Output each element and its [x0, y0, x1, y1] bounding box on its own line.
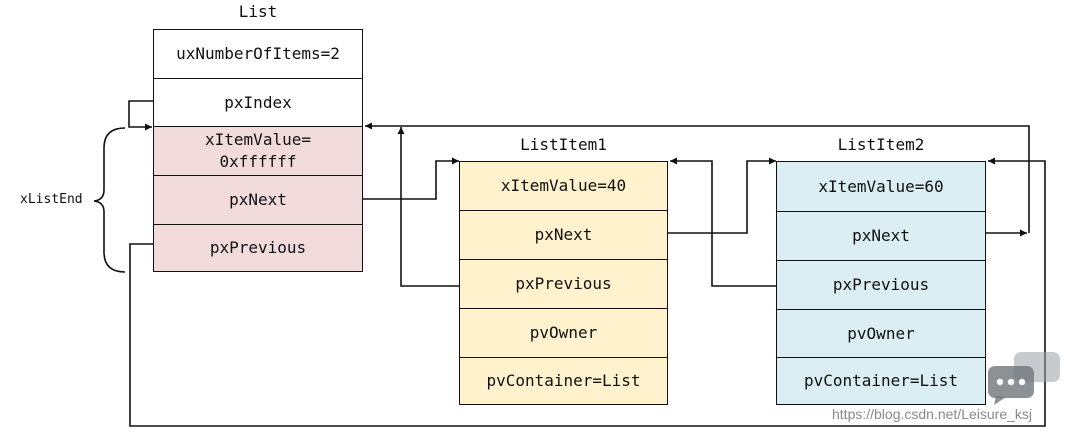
item2-pv-owner: pvOwner	[777, 309, 985, 357]
item1-px-next: pxNext	[460, 210, 667, 259]
item1-pv-container: pvContainer=List	[460, 357, 667, 404]
chat-bubble-icon	[988, 352, 1060, 405]
list-box: uxNumberOfItems=2 pxIndex xItemValue= 0x…	[153, 29, 363, 272]
item1-box: xItemValue=40 pxNext pxPrevious pvOwner …	[459, 161, 668, 405]
item2-px-next: pxNext	[777, 211, 985, 260]
item2-pv-container: pvContainer=List	[777, 357, 985, 404]
item1-item-value: xItemValue=40	[500, 176, 627, 195]
listend-previous-to-item2-arrow	[129, 157, 1046, 427]
item2-next-to-listend-line	[365, 122, 1030, 233]
list-end-label: xListEnd	[20, 192, 83, 207]
list-title: List	[238, 2, 278, 21]
item2-title: ListItem2	[837, 135, 925, 154]
item2-px-previous: pxPrevious	[777, 260, 985, 309]
pxindex-to-listend-arrow	[128, 100, 153, 131]
item1-px-previous: pxPrevious	[460, 259, 667, 308]
listend-next-to-item1-arrow	[363, 157, 459, 200]
item1-pv-owner: pvOwner	[460, 308, 667, 357]
item1-title: ListItem1	[520, 135, 607, 154]
list-end-px-next: pxNext	[154, 175, 362, 224]
item1-next-to-item2-arrow	[668, 157, 776, 234]
item2-previous-to-item1-arrow	[670, 157, 776, 287]
list-end-px-previous: pxPrevious	[154, 224, 362, 271]
item2-box: xItemValue=60 pxNext pxPrevious pvOwner …	[776, 161, 986, 405]
listend-brace	[93, 127, 126, 273]
item2-item-value: xItemValue=60	[818, 176, 944, 196]
list-ux-number-of-items: uxNumberOfItems=2	[176, 44, 340, 63]
list-end-item-value: xItemValue= 0xffffff	[154, 126, 362, 175]
item1-previous-to-listend-arrow	[397, 127, 459, 287]
watermark-url: https://blog.csdn.net/Leisure_ksj	[832, 406, 1033, 422]
list-px-index: pxIndex	[154, 78, 362, 126]
